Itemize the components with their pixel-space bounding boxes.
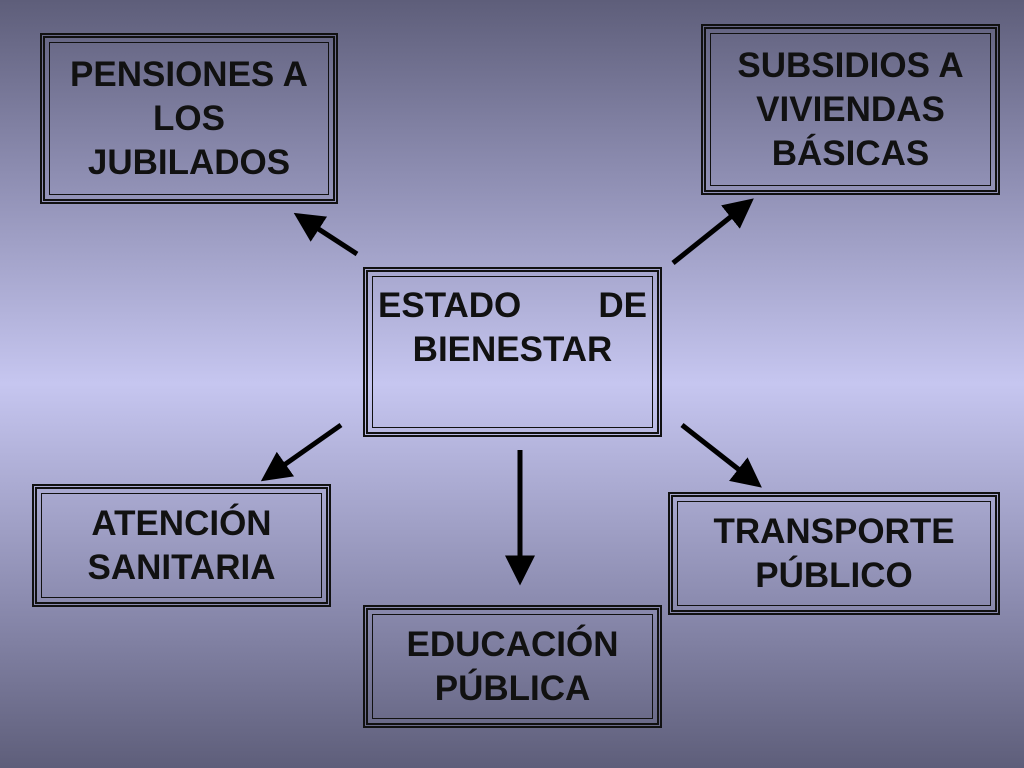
node-atencion-sanitaria: ATENCIÓN SANITARIA [32, 484, 331, 607]
node-educacion-publica: EDUCACIÓN PÚBLICA [363, 605, 662, 728]
node-transporte-label: TRANSPORTE PÚBLICO [713, 511, 955, 595]
node-subsidios: SUBSIDIOS A VIVIENDAS BÁSICAS [701, 24, 1000, 195]
node-subsidios-label: SUBSIDIOS A VIVIENDAS BÁSICAS [737, 45, 964, 173]
node-pensiones: PENSIONES A LOS JUBILADOS [40, 33, 338, 204]
node-atencion-label: ATENCIÓN SANITARIA [87, 503, 276, 587]
arrow-to-atencion [260, 422, 343, 482]
center-node-estado-de-bienestar: ESTADO DE BIENESTAR [363, 267, 662, 437]
node-pensiones-label: PENSIONES A LOS JUBILADOS [70, 54, 308, 182]
arrow-to-subsidios [671, 198, 754, 265]
arrow-to-pensiones [293, 212, 359, 257]
node-educacion-label: EDUCACIÓN PÚBLICA [406, 624, 619, 708]
arrow-to-transporte [680, 423, 762, 488]
center-node-label: ESTADO DE BIENESTAR [378, 286, 647, 369]
node-transporte-publico: TRANSPORTE PÚBLICO [668, 492, 1000, 615]
